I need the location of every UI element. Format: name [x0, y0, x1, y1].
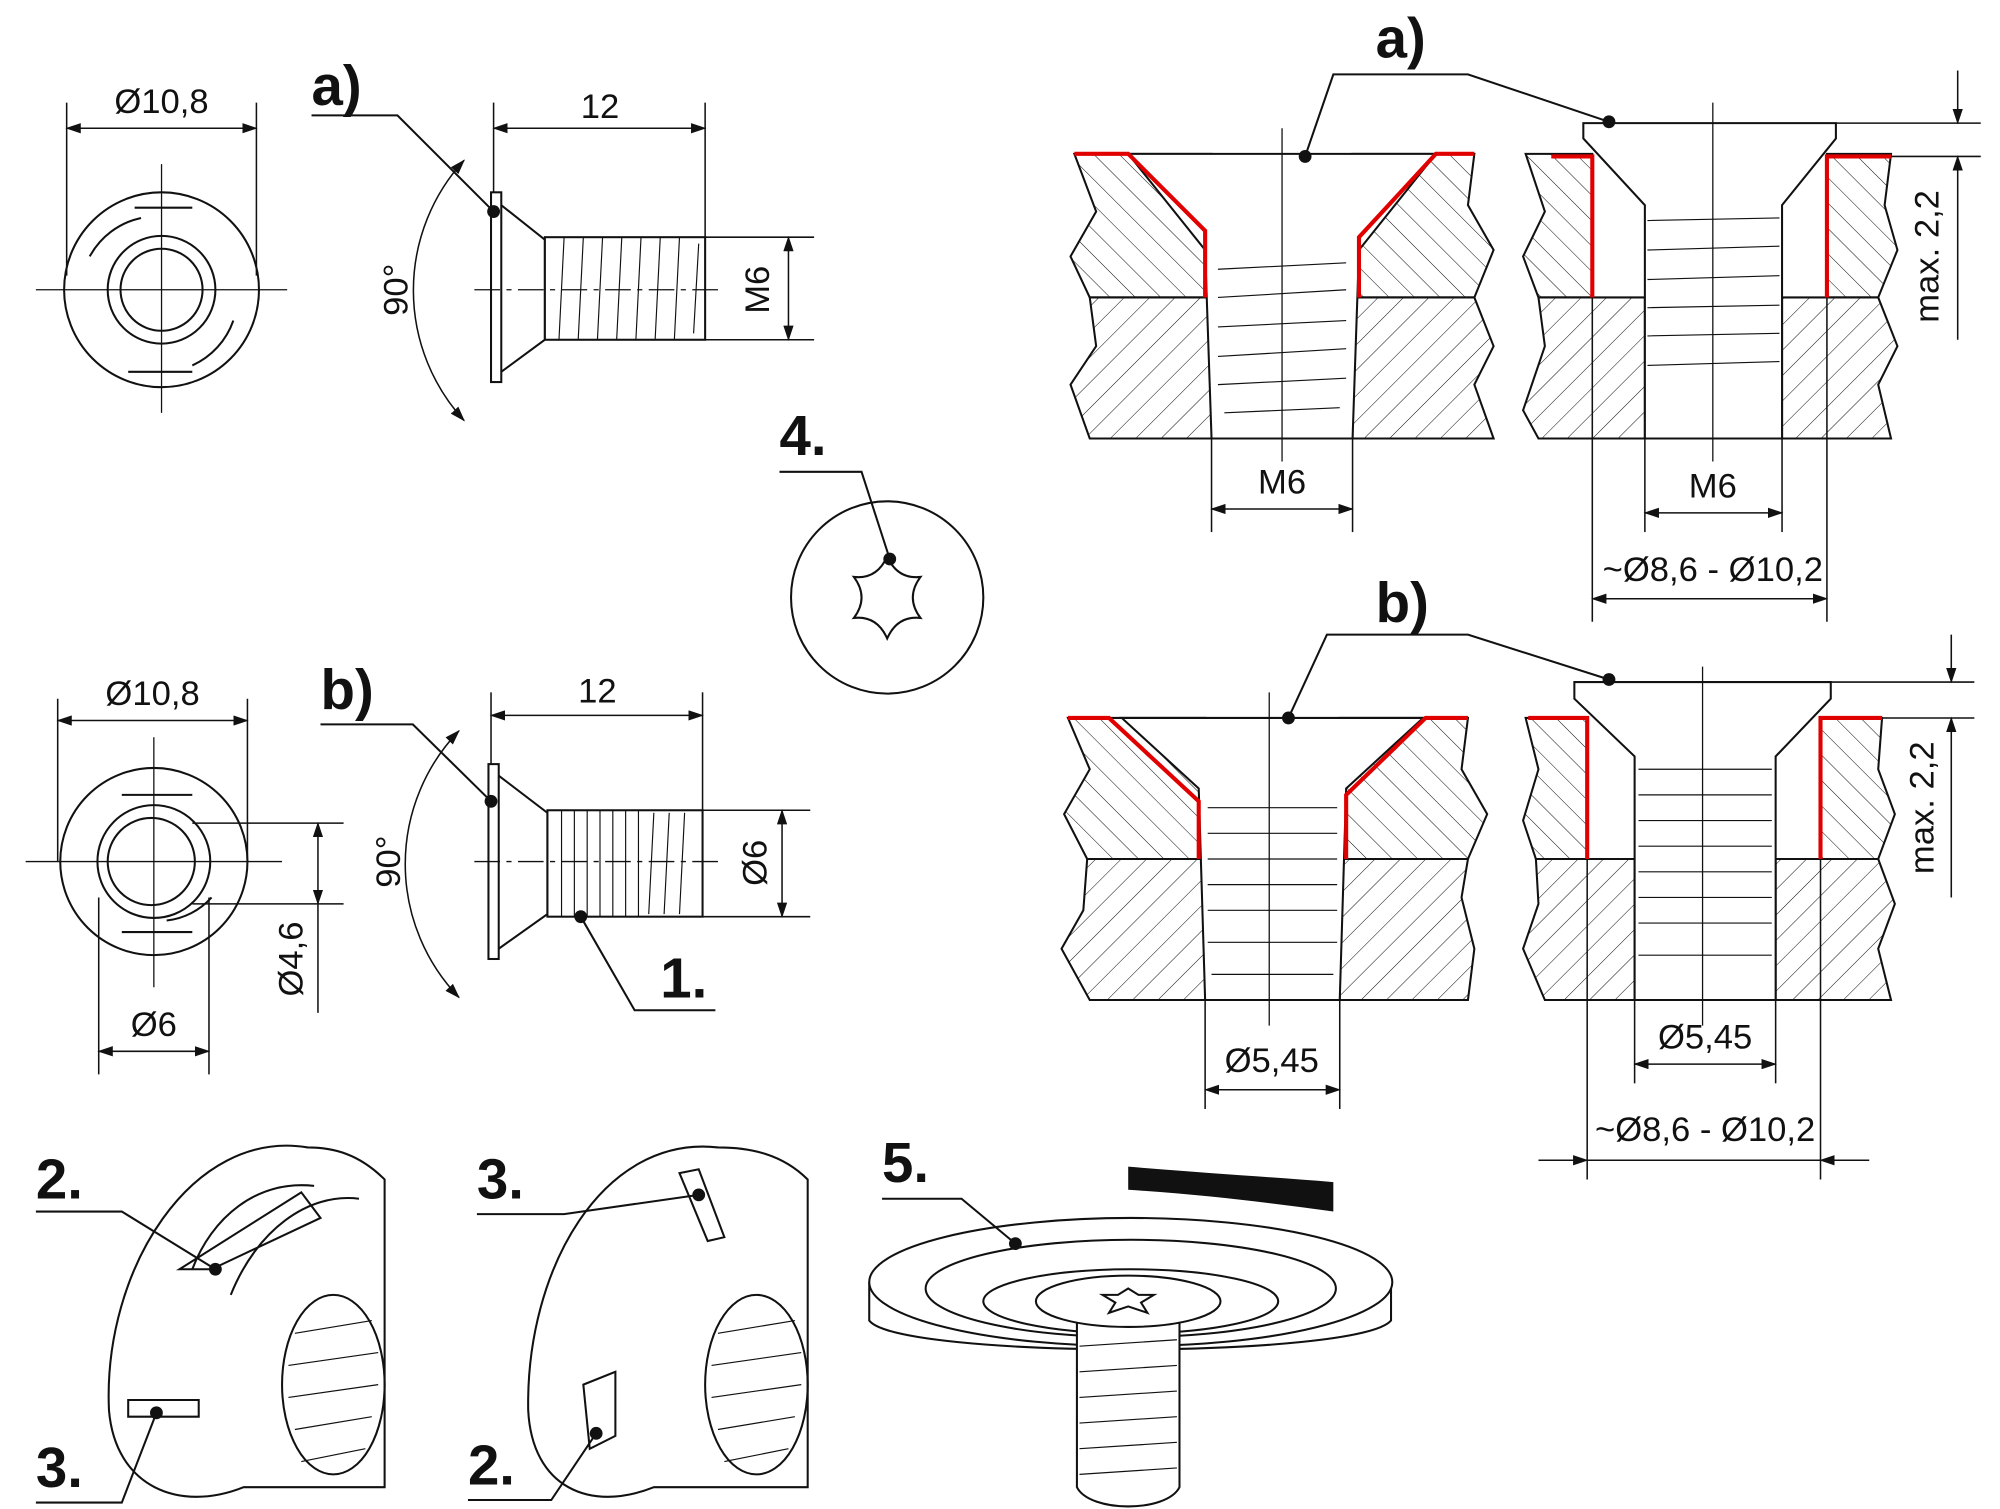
dim-thread-a: M6 — [739, 266, 777, 314]
dim-inner-diameter-b: Ø4,6 — [273, 921, 311, 996]
star-recess-icon — [851, 553, 923, 641]
label-b-section: b) — [1376, 571, 1429, 634]
section-a: M6 M6 ~Ø8,6 - Ø10,2 max. 2,2 a) — [1069, 7, 1981, 622]
front-view-b: Ø10,8 Ø6 Ø4,6 — [25, 675, 344, 1075]
dim-outer-diameter-b: Ø6 — [131, 1006, 177, 1044]
dim-section-a-max: max. 2,2 — [1908, 190, 1946, 323]
dim-angle-a: 90° — [378, 264, 416, 316]
isometric-assembly: 5. — [868, 1131, 1394, 1508]
side-view-a: 12 M6 90° a) — [312, 54, 815, 422]
isometric-insert-left: 2. 3. — [36, 1144, 386, 1504]
dim-shank-diameter-b: Ø6 — [737, 840, 775, 886]
dim-section-b-right-hole: Ø5,45 — [1658, 1019, 1752, 1057]
isometric-insert-middle: 3. 2. — [467, 1145, 809, 1502]
dim-head-diameter-b: Ø10,8 — [105, 675, 199, 713]
dim-length-a: 12 — [581, 88, 620, 126]
front-view-a: Ø10,8 — [35, 83, 288, 413]
label-item-1: 1. — [660, 946, 707, 1009]
label-item-2-mid: 2. — [468, 1434, 515, 1497]
side-view-b: 12 Ø6 90° b) 1. — [321, 658, 811, 1012]
dim-head-diameter-a: Ø10,8 — [114, 83, 208, 121]
torx-drive-view: 4. — [779, 404, 985, 695]
dim-section-b-counterbore: ~Ø8,6 - Ø10,2 — [1595, 1111, 1815, 1149]
label-item-3-mid: 3. — [477, 1148, 524, 1211]
dim-section-a-left-thread: M6 — [1258, 464, 1306, 502]
label-a-side: a) — [312, 54, 362, 117]
label-item-2-left: 2. — [36, 1148, 83, 1211]
dim-section-a-right-thread: M6 — [1689, 467, 1737, 505]
label-item-3-left: 3. — [36, 1436, 83, 1499]
dim-section-b-max: max. 2,2 — [1903, 741, 1941, 874]
label-b-side: b) — [321, 658, 374, 721]
dim-section-b-left-hole: Ø5,45 — [1225, 1042, 1319, 1080]
dim-length-b: 12 — [578, 673, 617, 711]
dim-angle-b: 90° — [370, 835, 408, 887]
section-b: Ø5,45 Ø5,45 ~Ø8,6 - Ø10,2 max. 2,2 b) — [1060, 571, 1975, 1180]
dim-section-a-counterbore: ~Ø8,6 - Ø10,2 — [1603, 551, 1823, 589]
label-a-section: a) — [1376, 7, 1426, 70]
label-item-5: 5. — [882, 1131, 929, 1194]
label-item-4: 4. — [779, 404, 826, 467]
